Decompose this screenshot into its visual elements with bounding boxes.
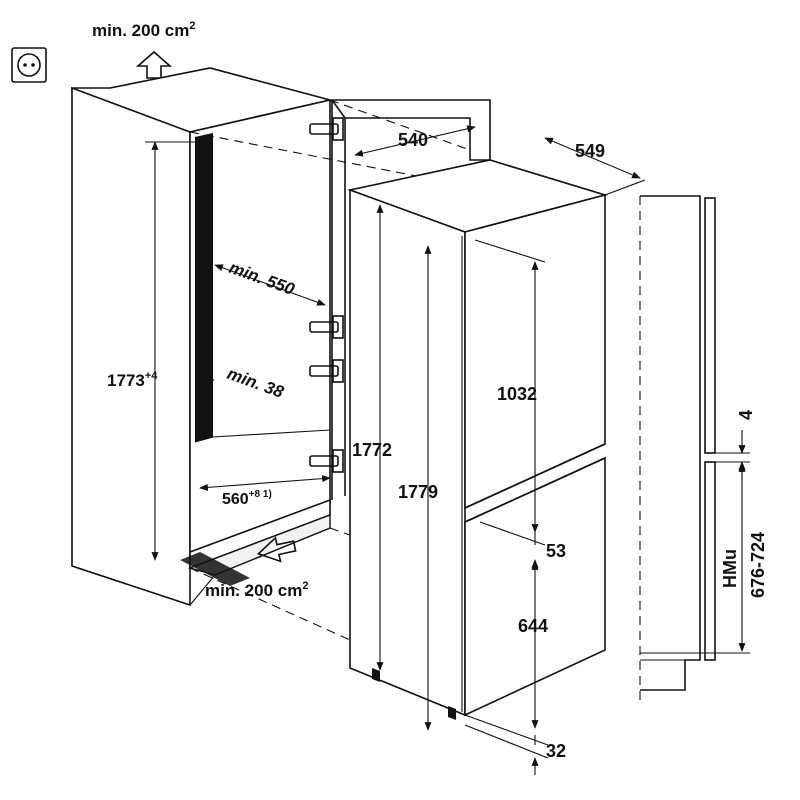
cabinet-niche [71,67,331,607]
vent-bottom-label: min. 200 cm2 [205,580,308,600]
hinge-top [309,117,344,141]
power-socket-icon [11,47,47,83]
niche-height-label: 1773+4 [107,370,158,390]
depth-549-label: 549 [575,141,605,161]
freezer-door-label: 644 [518,616,548,636]
top-gap-label: 4 [736,410,756,420]
niche-width-label: 560+8 1) [222,489,272,508]
niche-door-panel [330,99,491,500]
hmu-range-label: 676-724 [748,532,768,598]
hinge-upper-mid [309,315,344,339]
height-1779-label: 1779 [398,482,438,502]
fridge-door-label: 1032 [497,384,537,404]
width-540-label: 540 [398,130,428,150]
height-1772-label: 1772 [352,440,392,460]
vent-top-label: min. 200 cm2 [92,20,195,40]
hinge-bottom [309,449,344,473]
airflow-up-arrow-icon [135,50,173,79]
hmu-label: HMu [720,549,740,588]
side-section-view [639,195,716,706]
airflow-in-arrow-icon [256,536,297,563]
gap-53-label: 53 [546,541,566,561]
hinge-lower-mid [309,359,344,383]
bottom-32-label: 32 [546,741,566,761]
